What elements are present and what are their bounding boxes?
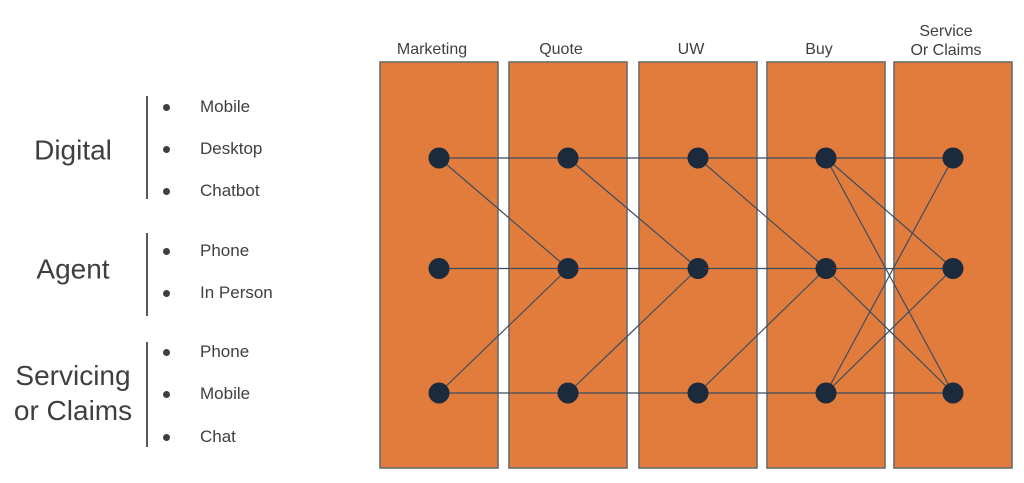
connector-buy-servicing--service-or-claims-agent bbox=[825, 268, 954, 394]
bullet-icon bbox=[163, 289, 170, 297]
channel-list-item: Chat bbox=[158, 426, 236, 448]
channel-item-label: Chatbot bbox=[200, 181, 260, 200]
bullet-icon bbox=[163, 145, 170, 153]
channel-item-label: Phone bbox=[200, 241, 250, 260]
channel-item-label: Chat bbox=[200, 427, 236, 446]
channel-list-item: Phone bbox=[158, 341, 249, 363]
channel-group-divider bbox=[146, 96, 148, 199]
bullet-icon bbox=[163, 247, 170, 255]
bullet-icon bbox=[163, 103, 170, 111]
touchpoint-service-or-claims-servicing bbox=[942, 382, 964, 404]
stage-header-marketing: Marketing bbox=[397, 41, 467, 58]
connector-quote-servicing--uw-agent bbox=[567, 268, 699, 394]
channel-list-item: Chatbot bbox=[158, 180, 260, 202]
touchpoint-marketing-servicing bbox=[428, 382, 450, 404]
channel-item-label: Desktop bbox=[200, 139, 263, 158]
channel-group-label-agent: Agent bbox=[36, 253, 110, 285]
touchpoint-buy-digital bbox=[815, 147, 837, 169]
channel-list-item: Phone bbox=[158, 240, 249, 262]
touchpoint-quote-digital bbox=[557, 147, 579, 169]
connector-buy-digital--service-or-claims-agent bbox=[825, 157, 954, 269]
connector-buy-servicing--service-or-claims-digital bbox=[825, 157, 954, 394]
channel-item-label: Mobile bbox=[200, 384, 251, 403]
stage-header-uw: UW bbox=[678, 41, 706, 58]
bullet-icon bbox=[163, 187, 170, 195]
touchpoint-uw-servicing bbox=[687, 382, 709, 404]
channel-list-item: Desktop bbox=[158, 138, 262, 160]
touchpoint-quote-agent bbox=[557, 258, 579, 279]
channel-group-label-servicing-or-claims: Servicing or Claims bbox=[13, 360, 133, 426]
channel-item-label: In Person bbox=[200, 283, 273, 302]
touchpoint-service-or-claims-agent bbox=[942, 258, 964, 279]
touchpoint-buy-servicing bbox=[815, 382, 837, 404]
bullet-icon bbox=[163, 348, 170, 356]
bullet-icon bbox=[163, 390, 170, 398]
channel-item-label: Phone bbox=[200, 342, 250, 361]
stage-header-quote: Quote bbox=[539, 41, 583, 58]
connector-marketing-servicing--quote-agent bbox=[438, 268, 569, 394]
channel-group-divider bbox=[146, 233, 148, 316]
channel-list-item: Mobile bbox=[158, 96, 250, 118]
channel-list-item: Mobile bbox=[158, 383, 250, 405]
channel-item-label: Mobile bbox=[200, 97, 251, 116]
stage-header-line: Service bbox=[919, 23, 972, 40]
channel-list-item: In Person bbox=[158, 282, 273, 304]
stage-header-service-or-claims: Service Or Claims bbox=[910, 23, 981, 59]
touchpoint-marketing-digital bbox=[428, 147, 450, 169]
stage-header-buy: Buy bbox=[805, 41, 833, 58]
connector-quote-digital--uw-agent bbox=[567, 157, 699, 269]
channel-group-label-digital: Digital bbox=[34, 134, 112, 166]
touchpoint-uw-digital bbox=[687, 147, 709, 169]
touchpoint-uw-agent bbox=[687, 258, 709, 279]
channel-group-divider bbox=[146, 342, 148, 447]
bullet-icon bbox=[163, 433, 170, 441]
stage-header-line: Or Claims bbox=[910, 42, 981, 59]
touchpoint-quote-servicing bbox=[557, 382, 579, 404]
connector-uw-digital--buy-agent bbox=[697, 157, 827, 269]
touchpoint-marketing-agent bbox=[428, 258, 450, 279]
touchpoint-service-or-claims-digital bbox=[942, 147, 964, 169]
connector-marketing-digital--quote-agent bbox=[438, 157, 569, 269]
touchpoint-buy-agent bbox=[815, 258, 837, 279]
connector-uw-servicing--buy-agent bbox=[697, 268, 827, 394]
